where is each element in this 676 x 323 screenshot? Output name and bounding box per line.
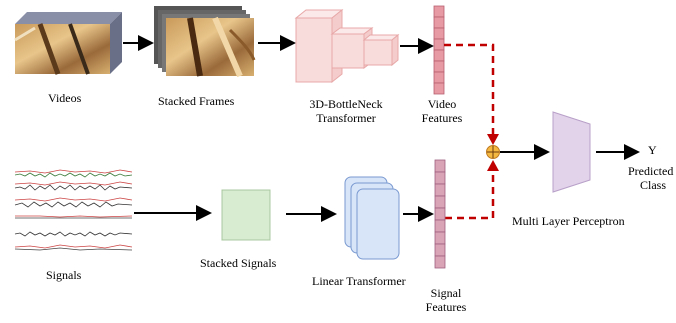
bottleneck-label-line1: 3D-BottleNeck (309, 97, 383, 111)
signals-waveforms-icon (14, 169, 133, 251)
stacked-signals-label: Stacked Signals (200, 256, 277, 270)
video-connector-arrowhead (487, 134, 499, 145)
videos-cube-icon (14, 12, 122, 75)
bottleneck-label-line2: Transformer (316, 111, 376, 125)
signal-features-bar (434, 159, 446, 269)
stacked-signals-box (221, 189, 271, 241)
linear-transformer-blocks (344, 176, 400, 260)
bottleneck-transformer-blocks (294, 8, 400, 84)
signals-label: Signals (46, 268, 82, 282)
video-features-label-line2: Features (421, 111, 463, 125)
signal-features-label-line1: Signal (430, 286, 462, 300)
fusion-plus-icon (486, 145, 500, 159)
dashed-connector-video (444, 43, 495, 138)
stacked-frames-label: Stacked Frames (158, 94, 235, 108)
mlp-trapezoid (552, 111, 591, 193)
predicted-class-label-line2: Class (640, 178, 667, 192)
linear-transformer-label: Linear Transformer (312, 274, 406, 288)
output-y-label: Y (648, 143, 657, 157)
signal-features-label-line2: Features (425, 300, 467, 314)
dashed-connector-signal (445, 167, 495, 220)
stacked-frames-icon (154, 6, 256, 78)
video-features-bar (433, 5, 445, 95)
videos-label: Videos (48, 91, 82, 105)
signal-connector-arrowhead (487, 160, 499, 171)
video-features-label-line1: Video (427, 97, 457, 111)
mlp-label: Multi Layer Perceptron (512, 214, 625, 228)
predicted-class-label-line1: Predicted (628, 164, 674, 178)
